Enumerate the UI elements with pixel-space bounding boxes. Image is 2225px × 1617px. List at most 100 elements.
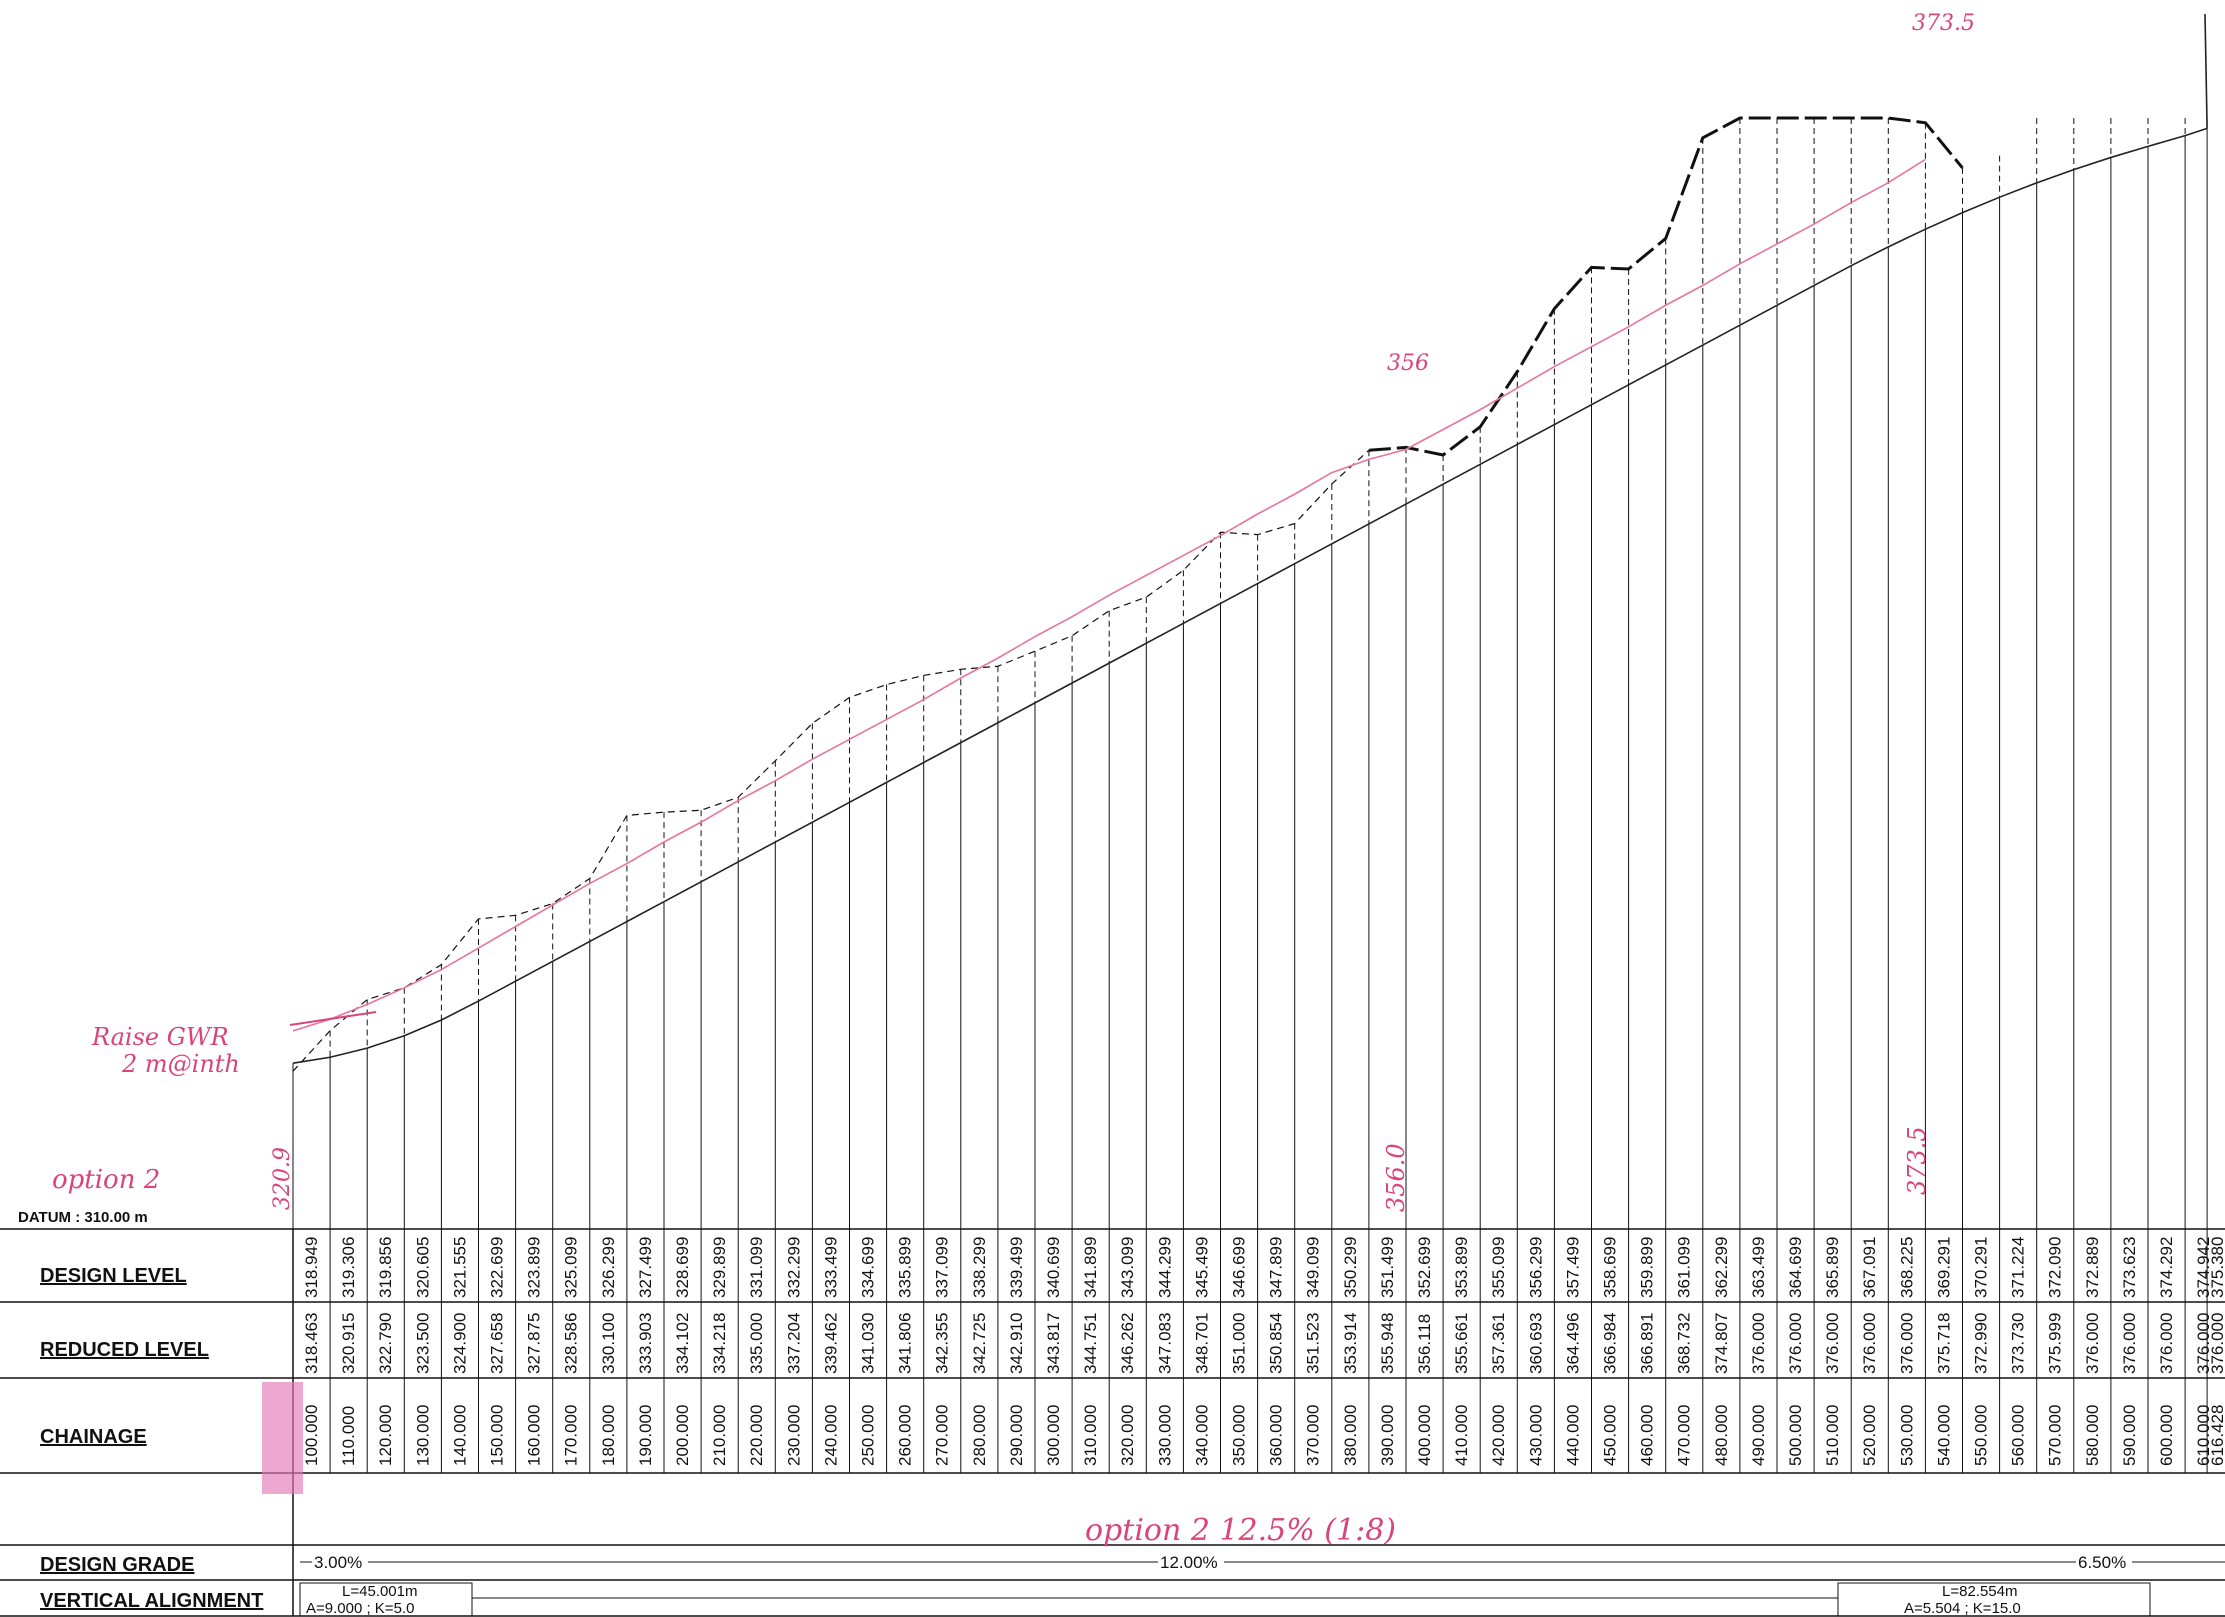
design-level-value: 374.942 <box>2194 1237 2213 1298</box>
chainage-value: 580.000 <box>2083 1405 2102 1466</box>
reduced-level-value: 334.102 <box>673 1313 692 1374</box>
chainage-value: 320.000 <box>1118 1405 1137 1466</box>
reduced-level-value: 376.000 <box>2120 1313 2139 1374</box>
design-level-value: 356.299 <box>1526 1237 1545 1298</box>
design-level-value: 339.499 <box>1007 1237 1026 1298</box>
reduced-level-value: 347.083 <box>1155 1313 1174 1374</box>
design-level-value: 369.291 <box>1934 1237 1953 1298</box>
design-level-value: 351.499 <box>1378 1237 1397 1298</box>
reduced-level-value: 351.000 <box>1230 1313 1249 1374</box>
va-curve-2-length: L=82.554m <box>1942 1583 2017 1600</box>
chainage-value: 480.000 <box>1712 1405 1731 1466</box>
profile-lines <box>289 13 2208 1072</box>
chainage-value: 190.000 <box>636 1405 655 1466</box>
design-level-value: 340.699 <box>1044 1237 1063 1298</box>
reduced-level-label: REDUCED LEVEL <box>40 1339 209 1361</box>
reduced-level-value: 342.355 <box>933 1313 952 1374</box>
design-level-value: 362.299 <box>1712 1237 1731 1298</box>
grade-label-bg <box>312 1550 368 1572</box>
chainage-value: 590.000 <box>2120 1405 2139 1466</box>
va-curve-1-params: A=9.000 ; K=5.0 <box>306 1600 414 1617</box>
chainage-value: 440.000 <box>1563 1405 1582 1466</box>
chainage-value: 510.000 <box>1823 1405 1842 1466</box>
design-level-value: 357.499 <box>1563 1237 1582 1298</box>
reduced-level-value: 376.000 <box>1823 1313 1842 1374</box>
reduced-level-value: 337.204 <box>784 1313 803 1374</box>
design-level-value: 332.299 <box>784 1237 803 1298</box>
reduced-level-value: 335.000 <box>747 1313 766 1374</box>
design-level-value: 343.099 <box>1118 1237 1137 1298</box>
design-level-value: 319.856 <box>376 1237 395 1298</box>
top-356-note: 356 <box>1387 351 1429 376</box>
va-curve-2-params: A=5.504 ; K=15.0 <box>1904 1600 2021 1617</box>
design-level-value: 358.699 <box>1601 1237 1620 1298</box>
raise-arrow <box>289 1011 377 1026</box>
chainage-value: 400.000 <box>1415 1405 1434 1466</box>
design-level-value: 371.224 <box>2009 1237 2028 1298</box>
handwritten-markups: Raise GWR 2 m@inth option 2 option 2 12.… <box>52 11 1975 1548</box>
va-curve-1-box <box>299 1582 473 1617</box>
level-320-note: 320.9 <box>270 1147 295 1210</box>
design-level-value: 352.699 <box>1415 1237 1434 1298</box>
chainage-value: 290.000 <box>1007 1405 1026 1466</box>
chainage-value: 600.000 <box>2157 1405 2176 1466</box>
reduced-level-value: 376.000 <box>2194 1313 2213 1374</box>
reduced-level-value: 350.854 <box>1267 1313 1286 1374</box>
option2-profile-line <box>292 158 1926 1032</box>
reduced-level-value: 376.000 <box>2208 1313 2225 1374</box>
chainage-value: 150.000 <box>488 1405 507 1466</box>
chainage-value: 350.000 <box>1230 1405 1249 1466</box>
design-level-value: 321.555 <box>450 1237 469 1298</box>
reduced-level-value: 334.218 <box>710 1313 729 1374</box>
chainage-value: 250.000 <box>859 1405 878 1466</box>
chainage-value: 616.428 <box>2208 1405 2225 1466</box>
design-level-value: 338.299 <box>970 1237 989 1298</box>
chainage-value: 550.000 <box>1972 1405 1991 1466</box>
design-level-value: 322.699 <box>488 1237 507 1298</box>
design-level-value: 370.291 <box>1972 1237 1991 1298</box>
design-level-value: 323.899 <box>525 1237 544 1298</box>
highlighter-mark <box>262 1382 303 1494</box>
chainage-value: 280.000 <box>970 1405 989 1466</box>
grade-1: 3.00% <box>314 1553 362 1572</box>
design-level-value: 361.099 <box>1675 1237 1694 1298</box>
design-level-value: 329.899 <box>710 1237 729 1298</box>
raise-note-line1: Raise GWR <box>91 1023 229 1051</box>
design-level-value: 344.299 <box>1155 1237 1174 1298</box>
raise-note-line2: 2 m@inth <box>121 1050 240 1078</box>
chainage-value: 610.000 <box>2194 1405 2213 1466</box>
design-level-value: 341.899 <box>1081 1237 1100 1298</box>
ground-profile-sketch <box>1368 116 1964 457</box>
design-level-value: 355.099 <box>1489 1237 1508 1298</box>
reduced-level-value: 375.718 <box>1934 1313 1953 1374</box>
chainage-value: 270.000 <box>933 1405 952 1466</box>
chainage-value: 170.000 <box>562 1405 581 1466</box>
chainage-value: 140.000 <box>450 1405 469 1466</box>
reduced-level-value: 333.903 <box>636 1313 655 1374</box>
design-level-value: 353.899 <box>1452 1237 1471 1298</box>
design-level-value: 318.949 <box>302 1237 321 1298</box>
ground-profile-line <box>292 449 1370 1072</box>
reduced-level-value: 339.462 <box>821 1313 840 1374</box>
design-level-value: 364.699 <box>1786 1237 1805 1298</box>
design-level-value: 363.499 <box>1749 1237 1768 1298</box>
chainage-value: 260.000 <box>896 1405 915 1466</box>
chainage-value: 430.000 <box>1526 1405 1545 1466</box>
chainage-value: 110.000 <box>339 1406 358 1466</box>
grade-label-bg <box>1158 1550 1224 1572</box>
chainage-value: 390.000 <box>1378 1405 1397 1466</box>
top-373-note: 373.5 <box>1912 11 1975 36</box>
chainage-value: 210.000 <box>710 1405 729 1466</box>
reduced-level-value: 346.262 <box>1118 1313 1137 1374</box>
chainage-value: 200.000 <box>673 1405 692 1466</box>
chainage-value: 490.000 <box>1749 1405 1768 1466</box>
reduced-level-value: 328.586 <box>562 1313 581 1374</box>
chainage-value: 560.000 <box>2009 1405 2028 1466</box>
reduced-level-value: 376.000 <box>1786 1313 1805 1374</box>
profile-table: DATUM : 310.00 m DESIGN LEVEL REDUCED LE… <box>0 1209 2225 1617</box>
design-level-value: 347.899 <box>1267 1237 1286 1298</box>
design-level-value: 349.099 <box>1304 1237 1323 1298</box>
chainage-value: 520.000 <box>1860 1405 1879 1466</box>
reduced-level-value: 322.790 <box>376 1313 395 1374</box>
